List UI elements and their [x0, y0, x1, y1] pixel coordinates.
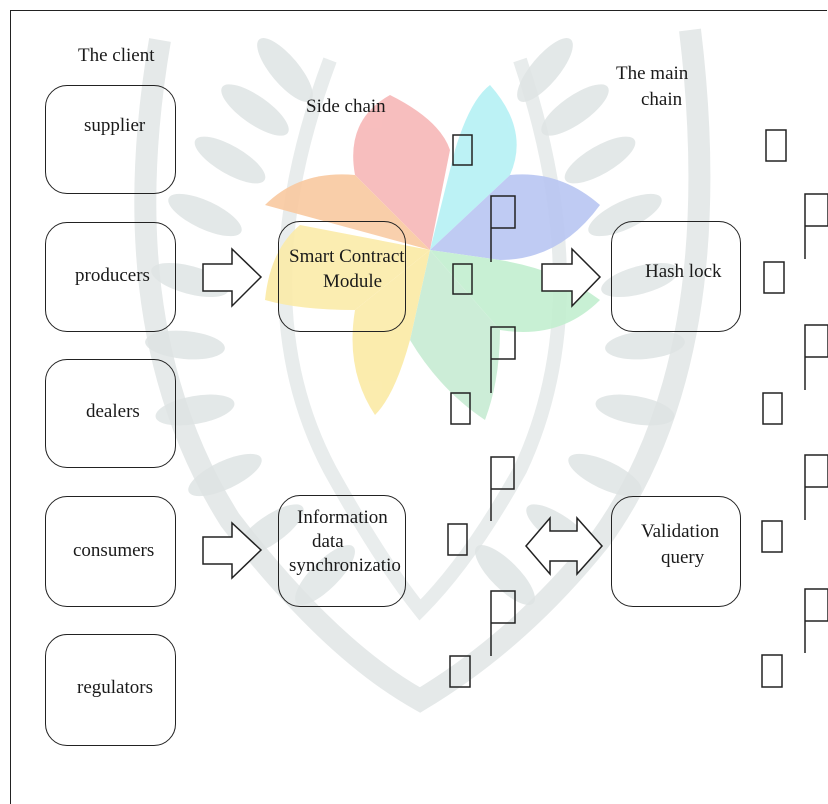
- hash-lock-box: [611, 221, 741, 332]
- producers-box: [45, 222, 176, 332]
- smart-contract-label-line1: Smart Contract: [289, 246, 405, 267]
- side-flag-4: [490, 590, 516, 656]
- side-block-5: [449, 655, 471, 688]
- side-chain-header: Side chain: [306, 96, 386, 117]
- main-block-2: [763, 261, 785, 294]
- main-chain-header-line1: The main: [616, 63, 689, 84]
- arrow-smart-contract-to-hash-lock: [541, 247, 602, 308]
- hash-lock-label: Hash lock: [645, 261, 722, 282]
- arrow-info-sync-to-validation: [525, 515, 604, 577]
- smart-contract-label-line2: Module: [323, 271, 383, 292]
- main-block-1: [765, 129, 787, 162]
- side-flag-2: [490, 326, 516, 393]
- dealers-label: dealers: [86, 401, 140, 422]
- side-block-1: [452, 134, 473, 166]
- diagram-frame: [10, 10, 827, 804]
- side-flag-1: [490, 195, 516, 262]
- main-chain-header-line2: chain: [641, 89, 683, 110]
- validation-query-box: [611, 496, 741, 607]
- client-header: The client: [78, 45, 155, 66]
- dealers-box: [45, 359, 176, 468]
- main-block-3: [762, 392, 783, 425]
- supplier-label: supplier: [84, 115, 146, 136]
- main-flag-4: [804, 588, 828, 653]
- consumers-box: [45, 496, 176, 607]
- side-block-4: [447, 523, 468, 556]
- main-flag-3: [804, 454, 828, 520]
- main-flag-2: [804, 324, 828, 390]
- main-block-5: [761, 654, 783, 688]
- main-flag-1: [804, 193, 828, 259]
- validation-label-line1: Validation: [641, 521, 720, 542]
- arrow-consumers-to-info-sync: [202, 521, 263, 580]
- info-sync-label-line2: data: [312, 531, 344, 552]
- arrow-producers-to-smart-contract: [202, 247, 263, 308]
- information-sync-box: Information data synchronizatio: [278, 495, 406, 607]
- smart-contract-module-box: [278, 221, 406, 332]
- side-block-2: [452, 263, 473, 295]
- regulators-label: regulators: [77, 677, 153, 698]
- side-block-3: [450, 392, 471, 425]
- side-flag-3: [490, 456, 515, 521]
- supplier-box: [45, 85, 176, 194]
- producers-label: producers: [75, 265, 150, 286]
- consumers-label: consumers: [73, 540, 155, 561]
- info-sync-label-line1: Information: [297, 507, 388, 528]
- validation-label-line2: query: [661, 547, 705, 568]
- main-block-4: [761, 520, 783, 553]
- regulators-box: [45, 634, 176, 746]
- info-sync-label-line3: synchronizatio: [289, 555, 401, 576]
